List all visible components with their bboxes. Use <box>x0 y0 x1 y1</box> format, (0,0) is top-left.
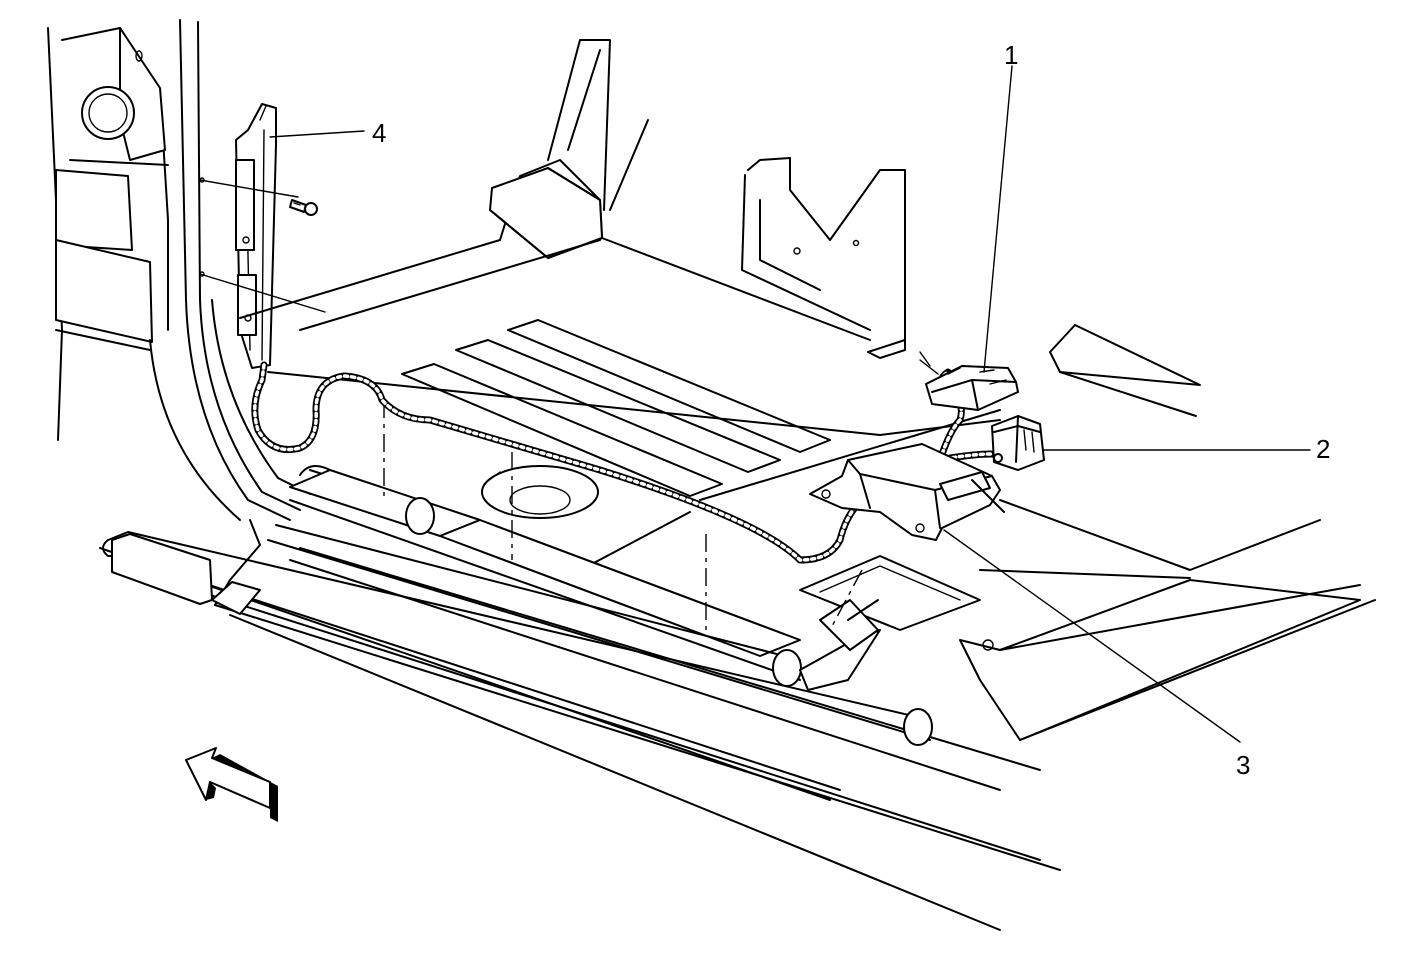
pillar-trim-panel <box>199 103 326 369</box>
alignment-lines <box>383 400 863 636</box>
connector-2 <box>991 415 1045 471</box>
rocker-sill <box>99 465 1061 931</box>
connector-1 <box>919 351 1019 411</box>
callout-3: 3 <box>1236 750 1250 780</box>
screw-icon <box>289 199 318 216</box>
floor-pan <box>239 39 1376 741</box>
door-pillar <box>47 19 311 521</box>
callout-1: 1 <box>1004 40 1018 70</box>
callout-2: 2 <box>1316 434 1330 464</box>
callout-4: 4 <box>372 118 386 148</box>
leader-lines <box>269 65 1311 743</box>
arrow-left-icon <box>185 747 278 822</box>
sensing-module <box>809 443 1005 541</box>
